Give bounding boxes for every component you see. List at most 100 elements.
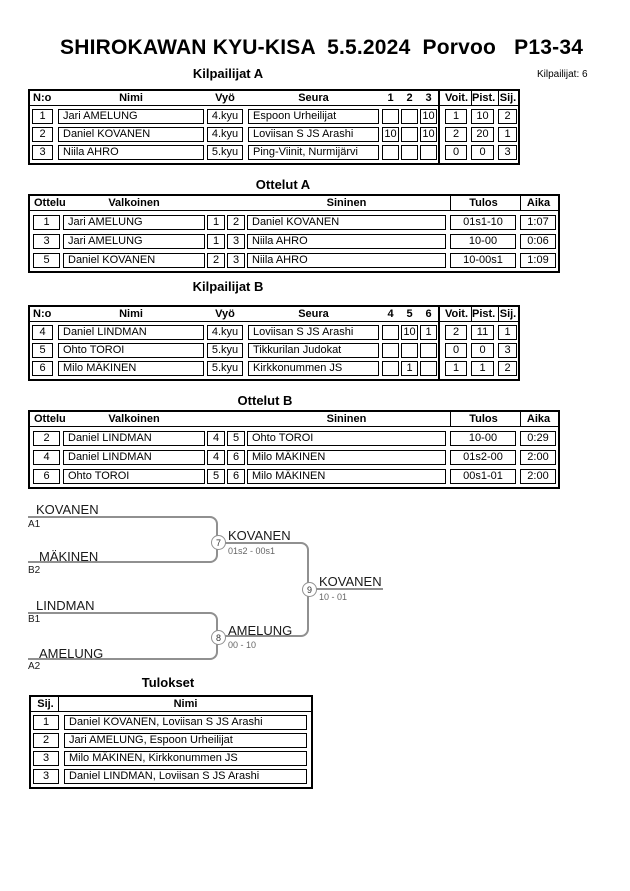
col-header-1: 1 [387,92,394,104]
cell-white-no: 4 [207,450,225,465]
col-header-name: Nimi [119,92,143,104]
col-header-3: 3 [425,92,432,104]
cell-belt: 5.kyu [207,145,243,160]
section-title-results: Tulokset [141,675,195,690]
cell-name: Daniel LINDMAN, Loviisan S JS Arashi [64,769,307,784]
table-row: 2 Daniel KOVANEN 4.kyu Loviisan S JS Ara… [30,127,518,142]
bracket-slot-name: AMELUNG [39,646,104,661]
col-header-belt: Vyö [215,308,235,320]
cell-white-name: Daniel KOVANEN [63,253,205,268]
pool-b-header-row: N:o Nimi Vyö Seura 4 5 6 Voit. Pist. Sij… [30,307,518,322]
section-title-pool-a: Kilpailijat A [192,66,264,81]
cell-score-1: 10 [382,127,399,142]
cell-white-no: 2 [207,253,225,268]
cell-blue-no: 3 [227,234,245,249]
cell-points: 10 [471,109,494,124]
cell-wins: 0 [445,343,467,358]
bracket-seed-label: B1 [28,614,41,625]
cell-points: 0 [471,145,494,160]
cell-name: Milo MÄKINEN [58,361,204,376]
table-row: 2 Daniel LINDMAN 4 5 Ohto TOROI 10-00 0:… [30,431,558,446]
col-header-white: Valkoinen [108,197,160,209]
cell-blue-name: Niila AHRO [247,234,446,249]
bracket-winner-name: KOVANEN [319,574,382,589]
cell-blue-no: 5 [227,431,245,446]
cell-belt: 4.kyu [207,325,243,340]
competitors-count: Kilpailijat: 6 [537,69,588,80]
col-header-white: Valkoinen [108,413,160,425]
cell-name: Jari AMELUNG, Espoon Urheilijat [64,733,307,748]
bracket-line [217,542,309,590]
cell-no: 2 [32,127,53,142]
table-row: 2 Jari AMELUNG, Espoon Urheilijat [31,733,311,748]
cell-place: 1 [33,715,59,730]
cell-score-1 [382,145,399,160]
bracket-slot-name: KOVANEN [36,502,99,517]
cell-result: 10-00s1 [450,253,516,268]
cell-wins: 1 [445,361,467,376]
cell-time: 1:09 [520,253,556,268]
cell-wins: 1 [445,109,467,124]
table-row: 5 Ohto TOROI 5.kyu Tikkurilan Judokat 0 … [30,343,518,358]
cell-points: 0 [471,343,494,358]
col-header-place: Sij. [498,91,517,105]
cell-name: Daniel KOVANEN, Loviisan S JS Arashi [64,715,307,730]
col-header-belt: Vyö [215,92,235,104]
col-header-wins: Voit. [445,92,469,104]
cell-name: Daniel KOVANEN [58,127,204,142]
col-header-5: 5 [406,308,413,320]
cell-result: 01s1-10 [450,215,516,230]
bracket-winner-name: KOVANEN [228,528,291,543]
cell-result: 10-00 [450,431,516,446]
cell-score-5: 10 [401,325,418,340]
table-row: 1 Daniel KOVANEN, Loviisan S JS Arashi [31,715,311,730]
table-row: 3 Milo MÄKINEN, Kirkkonummen JS [31,751,311,766]
bracket-line [217,590,309,637]
col-header-bno [227,412,245,426]
matches-a-header-row: Ottelu Valkoinen Sininen Tulos Aika [30,196,558,211]
section-title-pool-b: Kilpailijat B [192,279,264,294]
cell-score-3 [420,145,437,160]
cell-score-2 [401,145,418,160]
col-header-blue: Sininen [326,197,367,209]
cell-time: 0:06 [520,234,556,249]
cell-score-6: 1 [420,325,437,340]
table-row: 3 Jari AMELUNG 1 3 Niila AHRO 10-00 0:06 [30,234,558,249]
matches-a-table: Ottelu Valkoinen Sininen Tulos Aika 1 Ja… [28,194,560,273]
table-row: 6 Ohto TOROI 5 6 Milo MÄKINEN 00s1-01 2:… [30,469,558,484]
cell-place: 2 [498,109,517,124]
bracket-winner-name: AMELUNG [228,623,293,638]
cell-white-name: Jari AMELUNG [63,215,205,230]
match-number-circle: 9 [302,582,317,597]
cell-place: 3 [498,145,517,160]
col-header-name: Nimi [119,308,143,320]
match-number-circle: 8 [211,630,226,645]
cell-time: 2:00 [520,469,556,484]
cell-time: 1:07 [520,215,556,230]
col-header-time: Aika [520,196,556,210]
cell-no: 5 [32,343,53,358]
results-table: Sij. Nimi 1 Daniel KOVANEN, Loviisan S J… [29,695,313,789]
col-header-place: Sij. [498,307,517,321]
cell-result: 10-00 [450,234,516,249]
cell-blue-name: Ohto TOROI [247,431,446,446]
match-number-circle: 7 [211,535,226,550]
cell-match-no: 6 [33,469,60,484]
cell-score-4 [382,343,399,358]
col-header-6: 6 [425,308,432,320]
cell-no: 3 [32,145,53,160]
page-title: SHIROKAWAN KYU-KISA 5.5.2024 Porvoo P13-… [60,36,584,59]
col-header-wins: Voit. [445,308,469,320]
cell-place: 2 [498,361,517,376]
bracket-seed-label: A2 [28,661,41,672]
cell-points: 11 [471,325,494,340]
cell-belt: 5.kyu [207,361,243,376]
cell-match-no: 4 [33,450,60,465]
cell-place: 2 [33,733,59,748]
col-header-points: Pist. [471,307,496,321]
cell-place: 3 [33,769,59,784]
bracket-seed-label: B2 [28,565,41,576]
bracket-line [28,637,218,660]
section-title-matches-a: Ottelut A [255,177,311,192]
